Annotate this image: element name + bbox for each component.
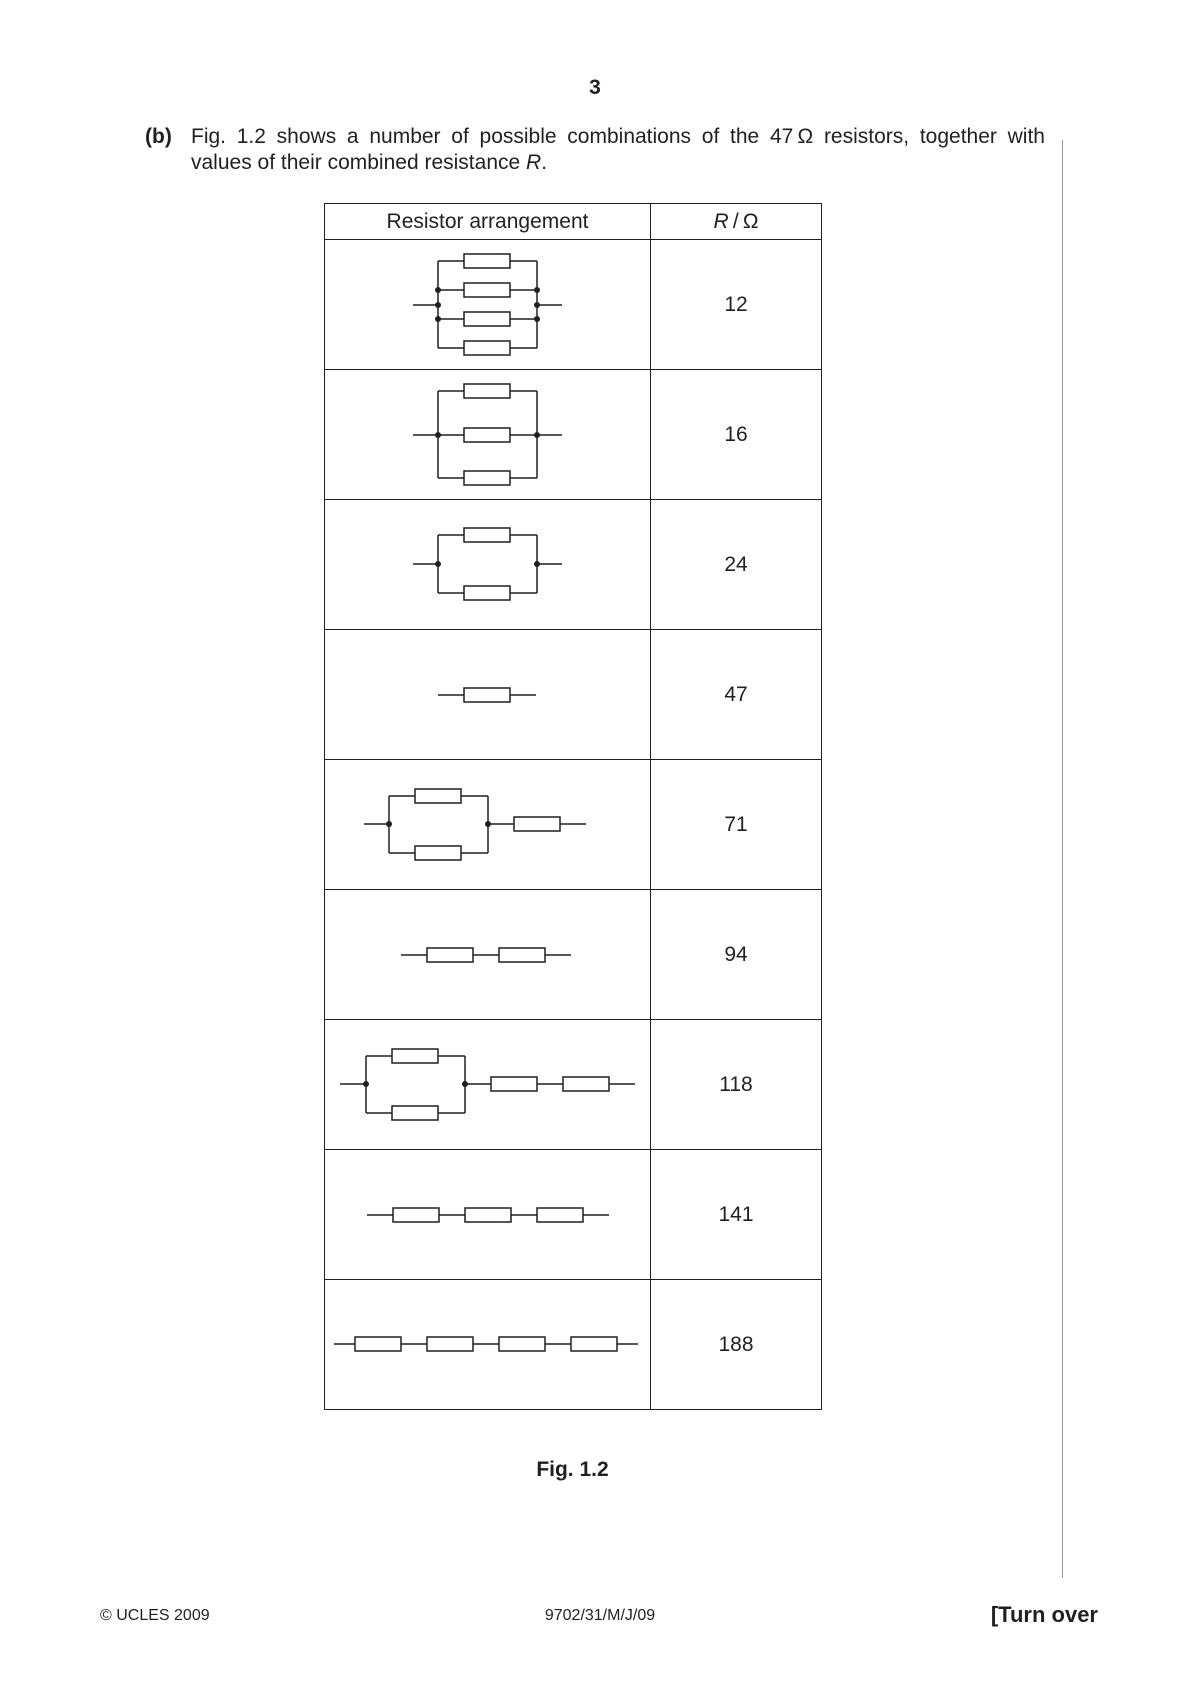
resistor xyxy=(464,1207,512,1223)
resistor xyxy=(463,383,511,399)
resistor xyxy=(490,1076,538,1092)
resistor xyxy=(414,845,462,861)
circuit-three-parallel xyxy=(413,383,562,486)
resistor xyxy=(391,1048,439,1064)
table-row: 24 xyxy=(324,499,822,630)
circuit-single xyxy=(438,687,536,703)
diagram-parallel-plus-one-series xyxy=(324,759,651,890)
resistor xyxy=(392,1207,440,1223)
margin-rule xyxy=(1062,140,1063,1578)
header-r-variable: R xyxy=(713,209,729,233)
resistor xyxy=(426,1336,474,1352)
question-line-1: Fig. 1.2 shows a number of possible comb… xyxy=(191,125,1045,148)
resistor xyxy=(463,585,511,601)
resistor xyxy=(513,816,561,832)
table-row: 16 xyxy=(324,369,822,500)
resistor xyxy=(463,527,511,543)
resistance-value: 24 xyxy=(650,499,822,630)
footer-copyright: © UCLES 2009 xyxy=(100,1607,210,1624)
resistor xyxy=(570,1336,618,1352)
diagram-two-series xyxy=(324,889,651,1020)
diagram-single xyxy=(324,629,651,760)
diagram-parallel-plus-two-series xyxy=(324,1019,651,1150)
resistor xyxy=(354,1336,402,1352)
page-number: 3 xyxy=(589,76,601,99)
resistance-value: 118 xyxy=(650,1019,822,1150)
circuit-two-series xyxy=(401,947,571,963)
resistor xyxy=(536,1207,584,1223)
diagram-three-parallel xyxy=(324,369,651,500)
resistance-value: 94 xyxy=(650,889,822,1020)
footer-turn-over: [Turn over xyxy=(990,1602,1098,1627)
question-line-2-prefix: values of their combined resistance xyxy=(191,151,527,174)
resistance-value: 141 xyxy=(650,1149,822,1280)
resistor xyxy=(498,1336,546,1352)
table-row: 188 xyxy=(324,1279,822,1410)
resistance-value: 16 xyxy=(650,369,822,500)
figure-caption: Fig. 1.2 xyxy=(536,1458,609,1481)
resistor xyxy=(463,427,511,443)
resistor xyxy=(562,1076,610,1092)
table-row: 118 xyxy=(324,1019,822,1150)
resistor xyxy=(463,253,511,269)
question-line-2-suffix: . xyxy=(541,151,548,174)
resistor xyxy=(463,687,511,703)
resistance-variable: R xyxy=(526,151,542,174)
table-row: 141 xyxy=(324,1149,822,1280)
resistance-value: 47 xyxy=(650,629,822,760)
diagram-four-series xyxy=(324,1279,651,1410)
resistance-value: 71 xyxy=(650,759,822,890)
resistor xyxy=(463,282,511,298)
circuit-four-series xyxy=(334,1336,638,1352)
resistor-table: Resistor arrangement R / Ω xyxy=(324,203,822,1410)
circuit-three-series xyxy=(367,1207,609,1223)
diagram-three-series xyxy=(324,1149,651,1280)
resistance-value: 12 xyxy=(650,239,822,370)
resistor xyxy=(463,340,511,356)
resistor xyxy=(414,788,462,804)
circuit-two-parallel xyxy=(413,527,562,601)
header-r-unit: / Ω xyxy=(728,209,759,233)
table-row: 47 xyxy=(324,629,822,760)
resistor xyxy=(426,947,474,963)
resistance-value: 188 xyxy=(650,1279,822,1410)
header-resistance: R / Ω xyxy=(650,203,822,240)
resistor xyxy=(463,470,511,486)
circuit-four-parallel xyxy=(413,253,562,356)
diagram-two-parallel xyxy=(324,499,651,630)
resistor xyxy=(463,311,511,327)
table-header-row: Resistor arrangement R / Ω xyxy=(324,203,822,240)
resistor xyxy=(391,1105,439,1121)
table-row: 12 xyxy=(324,239,822,370)
resistor xyxy=(498,947,546,963)
table-row: 71 xyxy=(324,759,822,890)
question-label: (b) xyxy=(145,125,172,148)
diagram-four-parallel xyxy=(324,239,651,370)
question-line-2: values of their combined resistance R. xyxy=(191,150,1045,176)
circuit-parallel-plus-two-series xyxy=(340,1048,635,1121)
header-arrangement: Resistor arrangement xyxy=(324,203,651,240)
footer-paper-code: 9702/31/M/J/09 xyxy=(544,1607,656,1624)
table-row: 94 xyxy=(324,889,822,1020)
question-text: Fig. 1.2 shows a number of possible comb… xyxy=(191,124,1045,176)
circuit-parallel-plus-one-series xyxy=(364,788,586,861)
